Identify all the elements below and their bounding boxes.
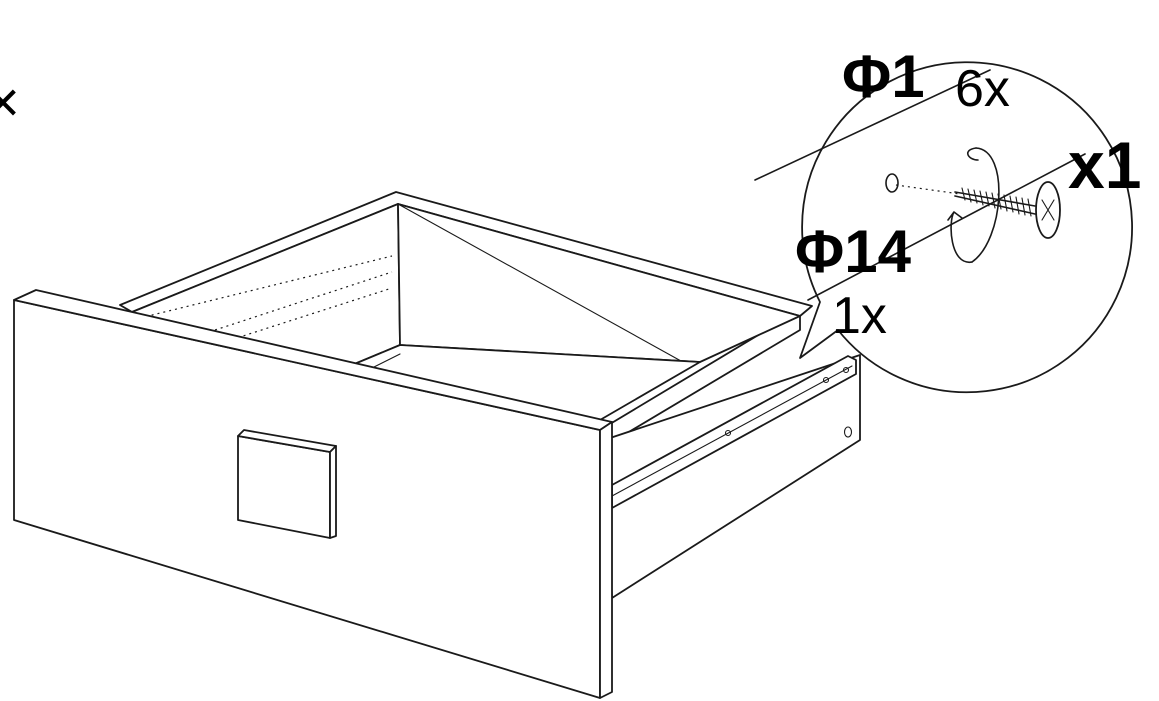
screw-size-label: Φ14 bbox=[795, 218, 912, 285]
hole-diameter-label: Φ1 bbox=[842, 43, 925, 110]
screw-quantity-label: 1x bbox=[832, 287, 887, 345]
runner-groove bbox=[611, 365, 853, 497]
rotate-clockwise-icon bbox=[947, 147, 1000, 263]
set-multiplier-label: x1 bbox=[1068, 128, 1141, 202]
page-edge-glyph: × bbox=[0, 70, 20, 135]
runner-hole-3 bbox=[842, 366, 850, 374]
runner-hole-2 bbox=[822, 376, 830, 384]
drawer-back-inner-wall bbox=[397, 203, 801, 363]
detail-callout: Φ1 6x x1 Φ14 1x bbox=[754, 43, 1141, 394]
runner-mount-hole bbox=[843, 426, 853, 438]
drawer-front-side-edge bbox=[599, 421, 613, 699]
handle-side-edge bbox=[329, 445, 337, 539]
pilot-hole bbox=[885, 173, 899, 193]
phillips-cross-icon bbox=[1041, 199, 1055, 221]
callout-edge-line-bottom bbox=[807, 153, 1086, 301]
back-wall-fold-line bbox=[397, 203, 691, 367]
drawer-handle bbox=[237, 429, 337, 539]
callout-edge-line-top bbox=[754, 69, 991, 181]
callout-bubble bbox=[799, 61, 1133, 394]
guide-line-2 bbox=[214, 271, 393, 331]
hole-quantity-label: 6x bbox=[955, 60, 1010, 118]
handle-face bbox=[237, 435, 331, 539]
drawer-body bbox=[13, 191, 861, 699]
guide-line-3 bbox=[214, 287, 393, 346]
runner-hole-1 bbox=[724, 429, 732, 437]
bottom-groove bbox=[371, 353, 401, 369]
guide-line-1 bbox=[139, 255, 393, 319]
screw-icon bbox=[954, 181, 1061, 239]
